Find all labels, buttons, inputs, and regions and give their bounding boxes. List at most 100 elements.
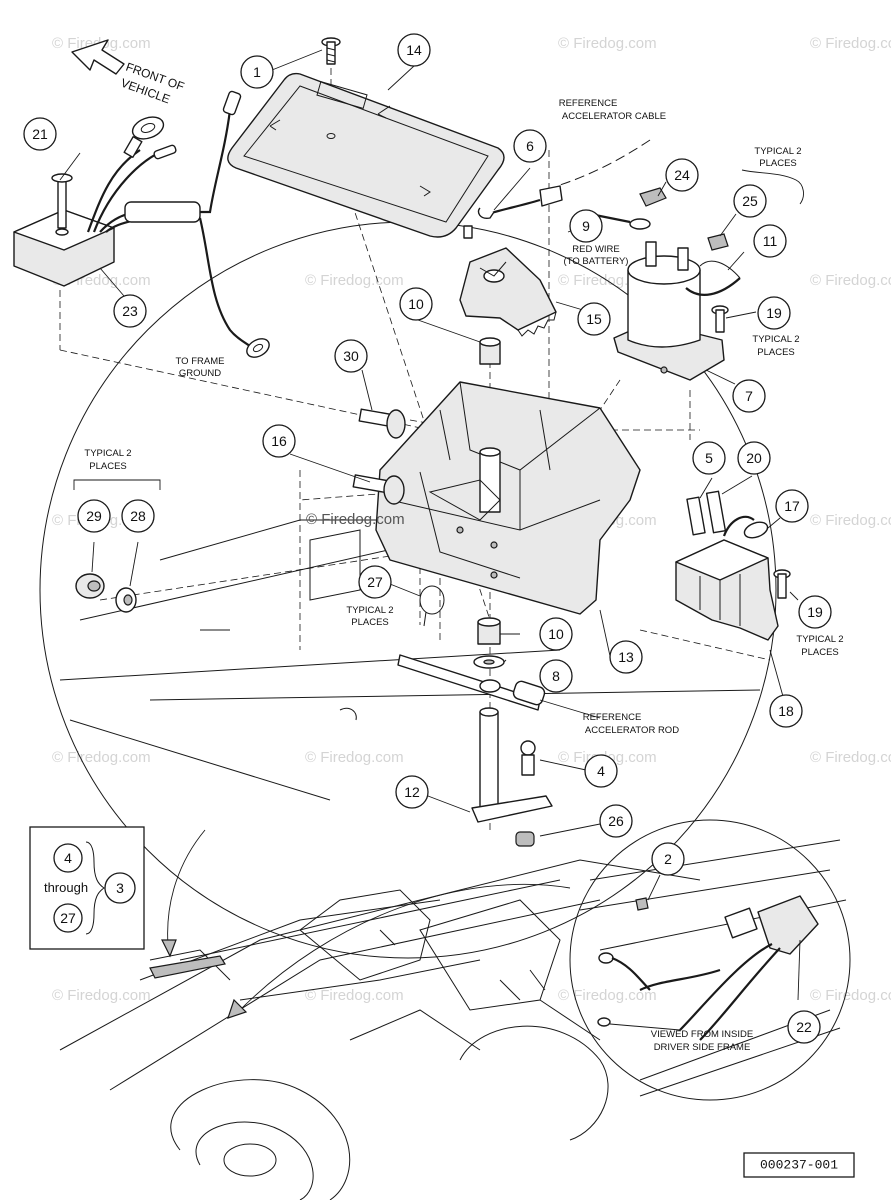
frame-ground-label-2: GROUND — [179, 368, 221, 379]
housing-part — [375, 381, 641, 615]
ball-stud-part — [520, 740, 536, 776]
callout-19-bottom: 19 — [798, 595, 832, 629]
svg-text:4: 4 — [64, 850, 72, 866]
svg-text:11: 11 — [763, 233, 778, 249]
svg-text:20: 20 — [746, 450, 762, 466]
callout-22: 22 — [787, 1010, 821, 1044]
accel-cable-label-1: REFERENCE — [559, 98, 618, 109]
typical-19-bottom-label-2: PLACES — [801, 647, 839, 658]
bushing-bottom-part — [477, 617, 501, 645]
inset-detail — [569, 819, 851, 1101]
diagram-id-box — [743, 1152, 855, 1178]
svg-text:8: 8 — [552, 668, 560, 684]
svg-text:10: 10 — [548, 626, 564, 642]
typical-29-28-label-1: TYPICAL 2 — [84, 448, 131, 459]
jumper-wire-part — [685, 260, 741, 296]
typical-19-top-label-2: PLACES — [757, 347, 795, 358]
watermark: © Firedog.com — [305, 987, 404, 1004]
svg-text:5: 5 — [705, 450, 713, 466]
typical-27-label-1: TYPICAL 2 — [346, 605, 393, 616]
callout-14: 14 — [397, 33, 431, 67]
typical-top-label-1: TYPICAL 2 — [754, 146, 801, 157]
accel-rod-label-2: ACCELERATOR ROD — [585, 725, 679, 736]
typical-29-28-bracket — [73, 479, 161, 490]
cover-part — [227, 72, 505, 238]
wire-harness — [86, 90, 270, 358]
callout-23: 23 — [113, 294, 147, 328]
svg-text:21: 21 — [32, 126, 48, 142]
svg-text:27: 27 — [367, 574, 383, 590]
svg-text:29: 29 — [86, 508, 102, 524]
typical-29-28-label-2: PLACES — [89, 461, 127, 472]
viewed-from-label-1: VIEWED FROM INSIDE — [651, 1029, 753, 1040]
grommet-part — [419, 585, 445, 627]
svg-text:22: 22 — [796, 1019, 812, 1035]
nut-24-part — [639, 187, 667, 207]
nut-25-part — [707, 233, 729, 251]
callout-13: 13 — [609, 640, 643, 674]
callout-7: 7 — [732, 379, 766, 413]
solenoid-part — [613, 241, 725, 381]
screw-part — [321, 37, 341, 65]
watermark: © Firedog.com — [558, 35, 657, 52]
assembly-arrows — [161, 829, 571, 1019]
front-of-vehicle-arrow-icon — [71, 39, 125, 75]
callout-12: 12 — [395, 775, 429, 809]
svg-text:19: 19 — [807, 604, 823, 620]
module-box-part — [13, 173, 115, 287]
callout-4: 4 — [584, 754, 618, 788]
svg-text:15: 15 — [586, 311, 602, 327]
callout-5: 5 — [692, 441, 726, 475]
typical-19-top-label-1: TYPICAL 2 — [752, 334, 799, 345]
range-result-callout: 3 — [104, 872, 136, 904]
watermark: © Firedog.com — [52, 749, 151, 766]
bushing-top-part — [479, 337, 501, 365]
svg-text:23: 23 — [122, 303, 138, 319]
watermark: © Firedog.com — [558, 987, 657, 1004]
callout-17: 17 — [775, 489, 809, 523]
red-wire-label-2: (TO BATTERY) — [564, 256, 629, 267]
watermark: © Firedog.com — [810, 749, 891, 766]
center-watermark: © Firedog.com — [306, 511, 405, 528]
svg-text:18: 18 — [778, 703, 794, 719]
svg-text:25: 25 — [742, 193, 758, 209]
callout-30: 30 — [334, 339, 368, 373]
callout-16: 16 — [262, 424, 296, 458]
watermark: © Firedog.com — [810, 987, 891, 1004]
range-through-label: through — [44, 880, 88, 895]
svg-text:30: 30 — [343, 348, 359, 364]
callout-1: 1 — [240, 55, 274, 89]
callout-26: 26 — [599, 804, 633, 838]
bolt-top-part — [358, 408, 406, 439]
red-wire-label-1: RED WIRE — [572, 244, 620, 255]
watermark: © Firedog.com — [305, 272, 404, 289]
callout-25: 25 — [733, 184, 767, 218]
lock-nut-part — [75, 573, 105, 599]
typical-top-bracket — [741, 169, 804, 205]
typical-19-bottom-label-1: TYPICAL 2 — [796, 634, 843, 645]
svg-text:3: 3 — [116, 880, 124, 896]
viewed-from-label-2: DRIVER SIDE FRAME — [654, 1042, 751, 1053]
pedal-shaft-part — [471, 707, 553, 823]
svg-text:4: 4 — [597, 763, 605, 779]
svg-text:6: 6 — [526, 138, 534, 154]
watermark: © Firedog.com — [810, 512, 891, 529]
svg-text:12: 12 — [404, 784, 420, 800]
svg-text:9: 9 — [582, 218, 590, 234]
callout-28: 28 — [121, 499, 155, 533]
accel-cable-label-2: ACCELERATOR CABLE — [562, 111, 666, 122]
callout-11: 11 — [753, 224, 787, 258]
accelerator-cable — [463, 139, 651, 239]
accelerator-rod — [397, 654, 546, 711]
svg-text:2: 2 — [664, 851, 672, 867]
svg-text:7: 7 — [745, 388, 753, 404]
frame-ground-label-1: TO FRAME — [176, 356, 225, 367]
watermark: © Firedog.com — [305, 749, 404, 766]
leader-lines — [59, 49, 801, 1001]
callout-10-top: 10 — [399, 287, 433, 321]
svg-text:10: 10 — [408, 296, 424, 312]
svg-text:17: 17 — [784, 498, 800, 514]
callout-2: 2 — [651, 842, 685, 876]
svg-text:14: 14 — [406, 42, 422, 58]
